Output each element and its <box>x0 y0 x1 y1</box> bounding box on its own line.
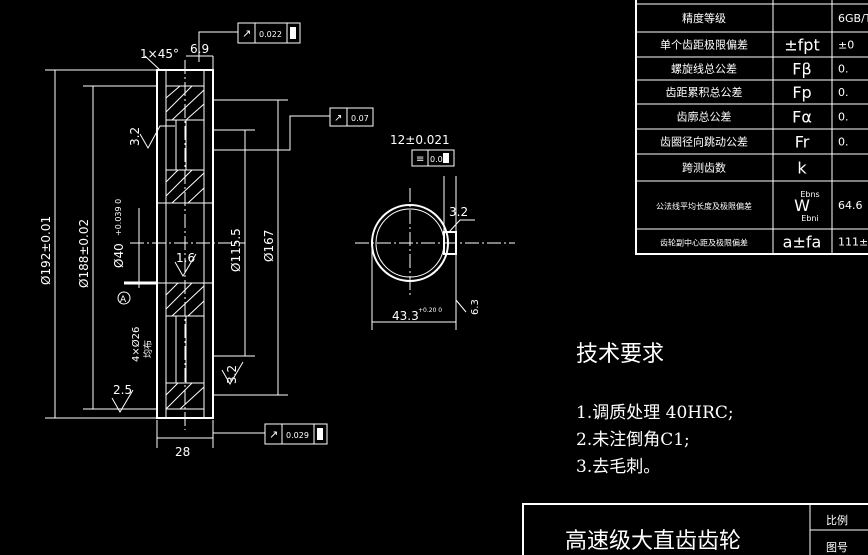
requirement-item: 2.未注倒角C1; <box>576 430 690 450</box>
datum-circle <box>117 291 131 305</box>
table-symbol-sub: Ebni <box>801 214 818 223</box>
table-param-name: 单个齿距极限偏差 <box>660 38 748 52</box>
tol-frame-bottom <box>264 423 328 445</box>
title-block <box>522 503 868 555</box>
table-param-name: 跨测齿数 <box>682 162 726 175</box>
gear-table-frame <box>635 0 868 255</box>
table-param-name: 齿廓总公差 <box>677 110 732 124</box>
tol-frame-sym <box>411 149 455 167</box>
key-depth-tol: +0.20 0 <box>418 307 442 314</box>
table-param-name: 公法线平均长度及极限偏差 <box>656 201 752 211</box>
table-param-value: 111± <box>838 236 868 249</box>
key-rough: 3.2 <box>449 205 468 219</box>
dim-hub: Ø115.5 <box>229 228 243 272</box>
roughness-symbol-4 <box>111 389 134 413</box>
table-param-symbol: Fα <box>792 108 812 127</box>
key-rough-leader-2 <box>455 299 467 313</box>
table-param-name: 精度等级 <box>682 11 726 25</box>
rough-4-label: 2.5 <box>113 383 132 397</box>
dim-od2: Ø188±0.02 <box>77 219 91 288</box>
tol-mid-value: 0.07 <box>351 114 369 123</box>
key-rough-leader <box>448 219 475 233</box>
dim-od1: Ø192±0.01 <box>39 216 53 285</box>
dim-bore: Ø40 <box>112 243 126 268</box>
requirements-list: 1.调质处理 40HRC; 2.未注倒角C1; 3.去毛刺。 <box>576 400 734 481</box>
table-param-value: 0. <box>838 111 849 124</box>
title-cell-number: 图号 <box>826 541 848 554</box>
tol-top-value: 0.022 <box>259 30 282 39</box>
table-param-symbol: ±fpt <box>784 36 819 55</box>
drawing-title: 高速级大直齿齿轮 <box>565 529 741 554</box>
table-param-value: 0. <box>838 86 849 99</box>
title-cell-scale: 比例 <box>826 513 848 527</box>
datum-label: A <box>120 295 127 305</box>
table-param-value: 0. <box>838 63 849 76</box>
table-param-value: 6GB/T10095.1 <box>838 12 868 25</box>
svg-text:↗: ↗ <box>269 428 278 441</box>
table-param-symbol: Fβ <box>792 60 811 79</box>
table-param-symbol: k <box>797 159 807 178</box>
hole-note: 4×Ø26 <box>130 327 142 362</box>
table-param-symbol: Fp <box>792 83 811 102</box>
dim-top-width: 6.9 <box>190 42 209 56</box>
key-depth: 43.3 <box>392 309 419 323</box>
key-width: 12±0.021 <box>390 133 450 147</box>
dim-face-width: 28 <box>175 445 190 459</box>
gear-table-rows: 精度等级 6GB/T10095.1 单个齿距极限偏差 ±fpt ±0 螺旋线总公差 Fβ 0.… <box>636 3 868 252</box>
table-param-name: 齿圈径向跳动公差 <box>660 135 748 149</box>
table-param-symbol: W <box>794 196 810 215</box>
tol-frame-top <box>237 22 301 44</box>
key-rough-2: 6.3 <box>470 299 481 315</box>
web-hole-top <box>175 119 187 171</box>
table-param-symbol: Fr <box>795 133 810 152</box>
table-symbol-sup: Ebns <box>800 190 819 199</box>
requirement-item: 1.调质处理 40HRC; <box>576 403 734 423</box>
table-param-value: ±0 <box>838 39 854 52</box>
dim-web: Ø167 <box>262 230 276 262</box>
table-param-value: 0. <box>838 136 849 149</box>
roughness-symbol-2 <box>174 253 197 277</box>
requirement-item: 3.去毛刺。 <box>576 457 661 477</box>
tol-sym-value: 0.02 <box>430 155 448 164</box>
rough-1-label: 3.2 <box>128 127 142 146</box>
leader-tol-mid <box>213 115 330 151</box>
requirements-heading: 技术要求 <box>576 342 665 367</box>
tol-bottom-value: 0.029 <box>286 431 309 440</box>
rough-2-label: 1.6 <box>176 251 195 265</box>
dim-bore-tol: +0.039 0 <box>114 199 123 236</box>
table-param-name: 螺旋线总公差 <box>671 62 737 76</box>
table-param-name: 齿轮副中心距及极限偏差 <box>660 238 748 248</box>
table-param-value: 64.6 <box>838 199 863 212</box>
dim-chamfer: 1×45° <box>140 47 179 61</box>
leader-tol-top <box>198 31 238 62</box>
hole-sub: 均布 <box>142 340 154 358</box>
svg-text:≡: ≡ <box>416 154 424 165</box>
table-param-symbol: a±fa <box>783 233 822 252</box>
svg-text:↗: ↗ <box>242 27 251 40</box>
table-param-name: 齿距累积总公差 <box>666 85 743 99</box>
roughness-symbol-3 <box>221 361 244 385</box>
tol-frame-mid <box>329 107 374 127</box>
roughness-symbol-1 <box>139 125 175 150</box>
web-hole-bottom <box>175 315 187 384</box>
svg-text:↗: ↗ <box>334 113 342 124</box>
rough-3-label: 3.2 <box>225 365 239 384</box>
